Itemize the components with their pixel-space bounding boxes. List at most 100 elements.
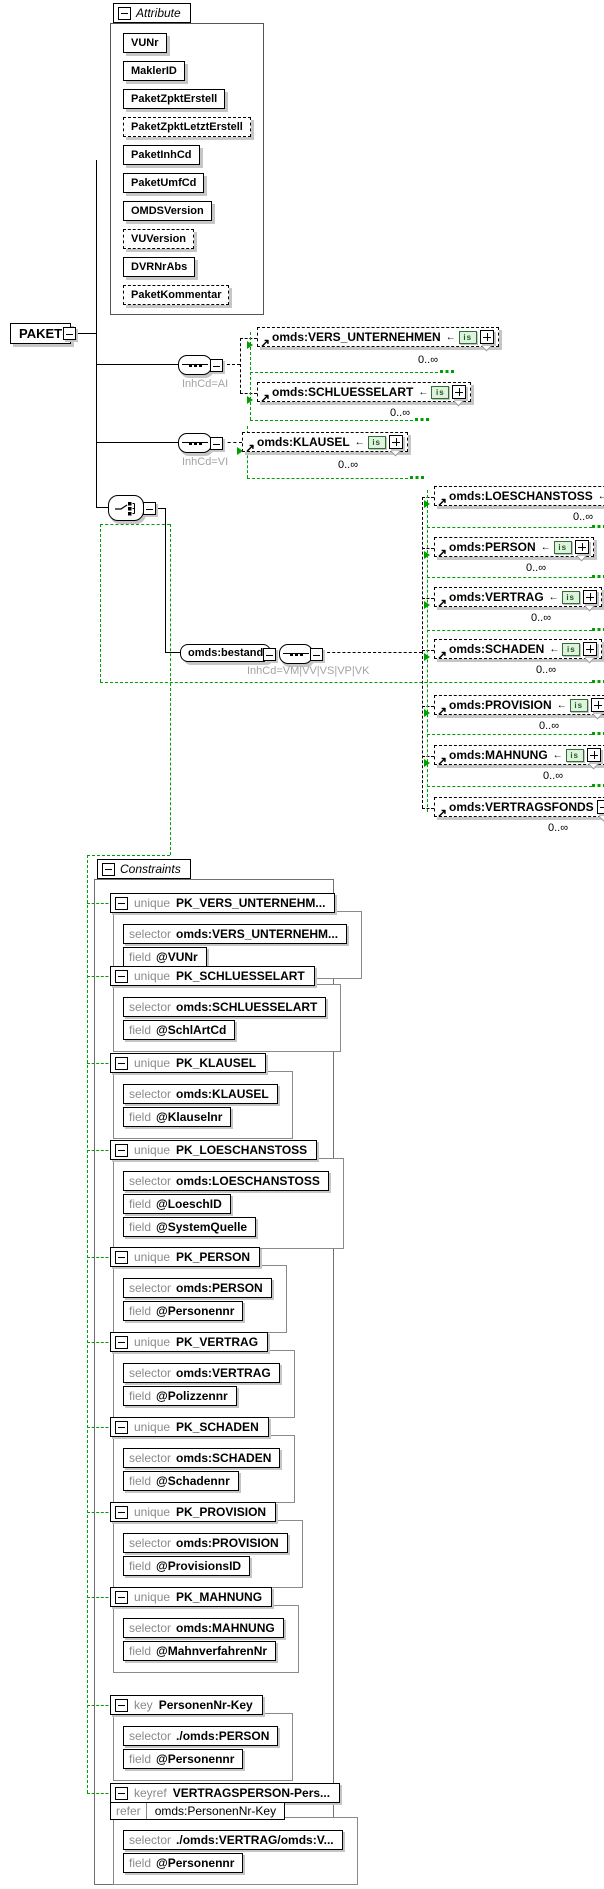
collapse-icon[interactable]	[115, 1335, 128, 1349]
collapse-icon[interactable]	[63, 327, 76, 340]
collapse-icon[interactable]	[118, 6, 131, 20]
field-row[interactable]: field@VUNr	[123, 947, 207, 967]
field-row[interactable]: field@Polizzennr	[123, 1386, 237, 1406]
green-arrow-icon	[424, 601, 430, 609]
element-omds-vertragsfonds[interactable]: ↗ omds:VERTRAGSFONDS	[434, 797, 604, 819]
expand-icon[interactable]	[590, 698, 604, 712]
field-row[interactable]: field@ProvisionsID	[123, 1556, 251, 1576]
expand-icon[interactable]	[574, 540, 589, 554]
group-guide-dots	[415, 418, 429, 421]
collapse-icon[interactable]	[115, 1505, 128, 1519]
attribute-compartment-tab[interactable]: Attribute	[113, 3, 191, 23]
collapse-icon[interactable]	[210, 437, 223, 450]
expand-icon[interactable]	[388, 435, 403, 449]
choice-icon[interactable]	[108, 495, 144, 521]
sequence-icon[interactable]	[178, 433, 212, 453]
expand-icon[interactable]	[582, 590, 597, 604]
collapse-icon[interactable]	[210, 359, 223, 372]
expand-icon[interactable]	[586, 748, 601, 762]
attribute-vuversion[interactable]: VUVersion	[123, 229, 195, 249]
collapse-icon[interactable]	[115, 1420, 128, 1434]
attribute-vunr[interactable]: VUNr	[123, 33, 167, 53]
field-row[interactable]: field@SchlArtCd	[123, 1020, 236, 1040]
field-row[interactable]: field@SystemQuelle	[123, 1217, 257, 1237]
attribute-paketumfcd[interactable]: PaketUmfCd	[123, 173, 205, 193]
attribute-dvrnrabs[interactable]: DVRNrAbs	[123, 257, 196, 277]
expand-icon[interactable]	[583, 642, 598, 656]
expand-icon[interactable]	[452, 385, 467, 399]
sequence-icon[interactable]	[178, 355, 212, 375]
constraint-vertragsperson-keyref[interactable]: keyref VERTRAGSPERSON-Pers...	[110, 1783, 341, 1803]
field-row[interactable]: field@Personennr	[123, 1749, 244, 1769]
selector-row[interactable]: selector./omds:VERTRAG/omds:V...	[123, 1830, 343, 1850]
attribute-paketinhcd[interactable]: PaketInhCd	[123, 145, 200, 165]
root-element-paket[interactable]: PAKET	[10, 323, 72, 344]
element-omds-vertrag[interactable]: ↗ omds:VERTRAG ← is	[434, 587, 602, 609]
attribute-omdsversion[interactable]: OMDSVersion	[123, 201, 212, 221]
refer-row[interactable]: refer omds:PersonenNr-Key	[110, 1802, 286, 1820]
selector-keyword: selector	[129, 1366, 172, 1380]
attribute-paketzpkterstell[interactable]: PaketZpktErstell	[123, 89, 226, 109]
attribute-paketzpktletzterstell[interactable]: PaketZpktLetztErstell	[123, 117, 251, 137]
group-guide-dots	[592, 680, 604, 683]
constraint-pk-person[interactable]: unique PK_PERSON	[110, 1247, 261, 1267]
element-omds-loeschanstoss[interactable]: ↗ omds:LOESCHANSTOSS ← is	[434, 486, 604, 508]
choice-glyph	[115, 501, 135, 515]
element-omds-vers-unternehmen[interactable]: ↗ omds:VERS_UNTERNEHMEN ← is	[257, 327, 499, 349]
element-omds-bestand[interactable]: omds:bestand	[180, 644, 272, 662]
constraint-pk-mahnung[interactable]: unique PK_MAHNUNG	[110, 1587, 273, 1607]
constraints-compartment-tab[interactable]: Constraints	[97, 859, 191, 879]
collapse-icon[interactable]	[143, 502, 156, 515]
collapse-icon[interactable]	[310, 648, 323, 661]
element-omds-provision[interactable]: ↗ omds:PROVISION ← is	[434, 695, 604, 717]
constraint-personennr-key[interactable]: key PersonenNr-Key	[110, 1695, 263, 1715]
constraint-pk-loeschanstoss[interactable]: unique PK_LOESCHANSTOSS	[110, 1140, 318, 1160]
selector-row[interactable]: selector./omds:PERSON	[123, 1726, 279, 1746]
field-row[interactable]: field@Schadennr	[123, 1471, 239, 1491]
attribute-paketkommentar[interactable]: PaketKommentar	[123, 285, 230, 305]
element-omds-person[interactable]: ↗ omds:PERSON ← is	[434, 537, 594, 559]
field-row[interactable]: field@Personennr	[123, 1853, 244, 1873]
field-row[interactable]: field@LoeschID	[123, 1194, 231, 1214]
expand-icon[interactable]	[479, 330, 494, 344]
constraint-pk-schluesselart[interactable]: unique PK_SCHLUESSELART	[110, 966, 315, 986]
constraint-pk-provision[interactable]: unique PK_PROVISION	[110, 1502, 277, 1522]
group-guide-line	[427, 786, 592, 787]
collapse-icon[interactable]	[115, 1698, 128, 1712]
collapse-icon[interactable]	[115, 1143, 128, 1157]
constraint-pk-vers-unternehmen[interactable]: unique PK_VERS_UNTERNEHM...	[110, 893, 336, 913]
attribute-maklerid[interactable]: MaklerID	[123, 61, 185, 81]
collapse-icon[interactable]	[115, 969, 128, 983]
element-omds-schaden[interactable]: ↗ omds:SCHADEN ← is	[434, 639, 603, 661]
collapse-icon[interactable]	[102, 862, 115, 876]
collapse-icon[interactable]	[115, 1250, 128, 1264]
connector-line	[96, 364, 178, 365]
collapse-icon[interactable]	[115, 1786, 128, 1800]
element-omds-klausel[interactable]: ↗ omds:KLAUSEL ← is	[242, 432, 408, 454]
field-row[interactable]: field@Klauselnr	[123, 1107, 232, 1127]
element-omds-mahnung[interactable]: ↗ omds:MAHNUNG ← is	[434, 745, 604, 767]
collapse-icon[interactable]	[115, 896, 128, 910]
collapse-icon[interactable]	[263, 648, 276, 661]
expand-icon[interactable]	[596, 800, 604, 814]
constraint-pk-schaden[interactable]: unique PK_SCHADEN	[110, 1417, 269, 1437]
collapse-icon[interactable]	[115, 1590, 128, 1604]
constraint-pk-vertrag[interactable]: unique PK_VERTRAG	[110, 1332, 269, 1352]
constraint-pk-klausel[interactable]: unique PK_KLAUSEL	[110, 1053, 267, 1073]
element-omds-schluesselart[interactable]: ↗ omds:SCHLUESSELART ← is	[257, 382, 472, 404]
field-row[interactable]: field@MahnverfahrenNr	[123, 1641, 277, 1661]
collapse-icon[interactable]	[115, 1056, 128, 1070]
field-row[interactable]: field@Personennr	[123, 1301, 244, 1321]
sequence-icon[interactable]	[279, 644, 313, 664]
group-guide-line	[427, 734, 592, 735]
